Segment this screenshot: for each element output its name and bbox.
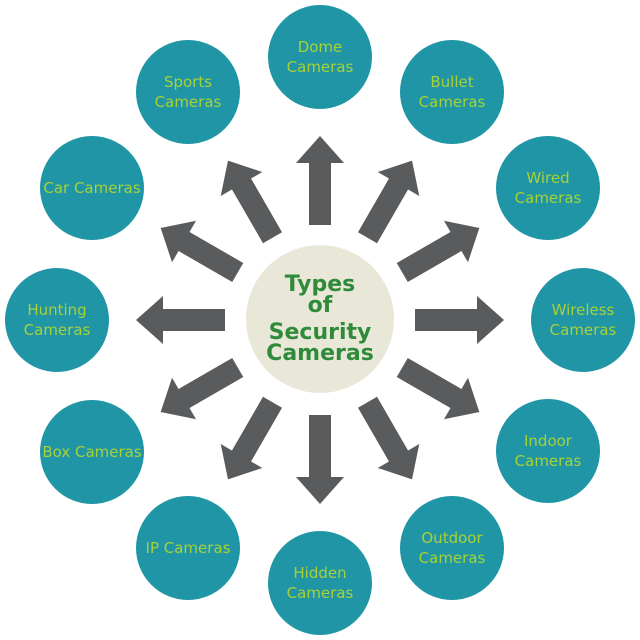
node-label: Car Cameras	[43, 179, 141, 197]
center-title-line: Cameras	[266, 341, 374, 366]
node-label: Wireless Cameras	[549, 301, 617, 339]
arrow-wireless	[415, 296, 504, 344]
node-label: Dome Cameras	[286, 38, 354, 76]
node-label: Hunting Cameras	[23, 301, 91, 339]
node-label: Indoor Cameras	[514, 432, 582, 470]
node-box: Box Cameras	[40, 400, 144, 504]
node-label: Box Cameras	[42, 443, 142, 461]
arrow-hidden	[296, 415, 344, 504]
node-wired: Wired Cameras	[496, 136, 600, 240]
node-car: Car Cameras	[40, 136, 144, 240]
center-title-line: Types	[284, 272, 356, 297]
node-label: IP Cameras	[145, 539, 231, 557]
node-label: Bullet Cameras	[418, 73, 486, 111]
node-bullet: Bullet Cameras	[400, 40, 504, 144]
arrow-ip	[220, 396, 283, 480]
arrow-box	[160, 357, 244, 420]
center-hub-circle: Types of Security Cameras	[246, 245, 394, 393]
arrow-wired	[396, 220, 480, 283]
node-outdoor: Outdoor Cameras	[400, 496, 504, 600]
center-title-line: Security	[268, 320, 372, 345]
arrow-dome	[296, 136, 344, 225]
arrow-outdoor	[357, 396, 420, 480]
node-label: Hidden Cameras	[286, 564, 354, 602]
center-title-line: of	[307, 293, 333, 318]
arrow-indoor	[396, 357, 480, 420]
node-wireless: Wireless Cameras	[531, 268, 635, 372]
arrow-hunting	[136, 296, 225, 344]
arrow-car	[160, 220, 244, 283]
node-ip: IP Cameras	[136, 496, 240, 600]
node-sports: Sports Cameras	[136, 40, 240, 144]
arrow-bullet	[357, 160, 420, 244]
node-label: Sports Cameras	[154, 73, 222, 111]
node-label: Wired Cameras	[514, 169, 582, 207]
node-hidden: Hidden Cameras	[268, 531, 372, 635]
node-dome: Dome Cameras	[268, 5, 372, 109]
node-indoor: Indoor Cameras	[496, 399, 600, 503]
node-label: Outdoor Cameras	[418, 529, 486, 567]
node-hunting: Hunting Cameras	[5, 268, 109, 372]
arrow-sports	[220, 160, 283, 244]
